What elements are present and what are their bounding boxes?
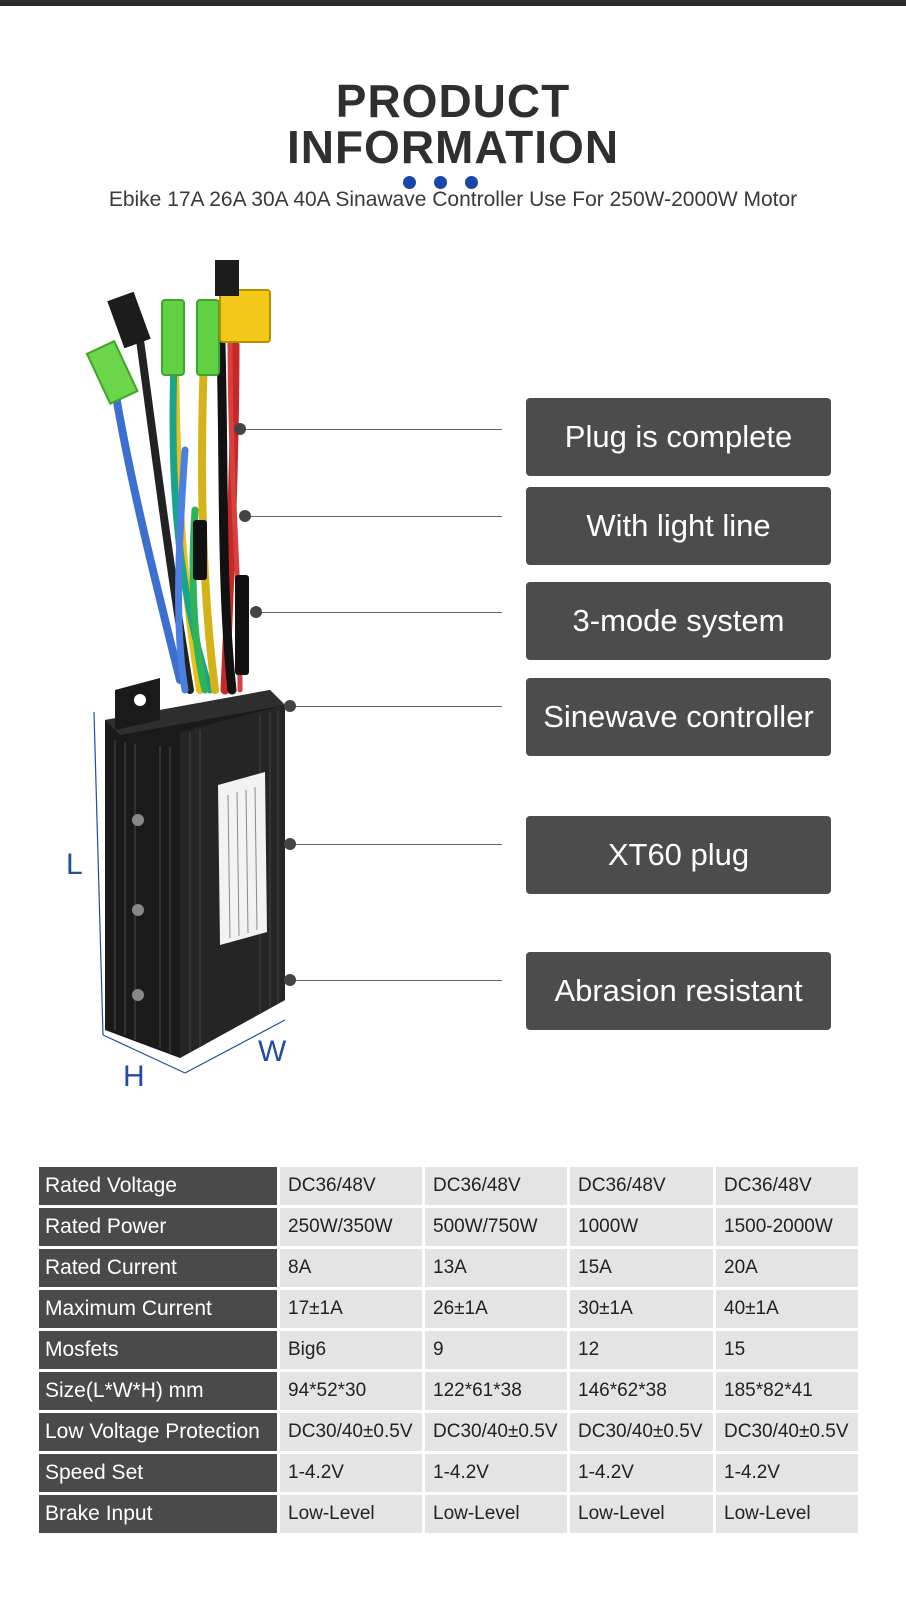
spec-value: 1000W xyxy=(570,1208,713,1246)
table-row: Rated Current 8A 13A 15A 20A xyxy=(39,1249,858,1287)
controller-illustration xyxy=(85,260,286,1074)
spec-value: 12 xyxy=(570,1331,713,1369)
spec-value: 1500-2000W xyxy=(716,1208,858,1246)
spec-value: DC30/40±0.5V xyxy=(425,1413,567,1451)
callout-dot xyxy=(239,510,251,522)
spec-value: DC30/40±0.5V xyxy=(280,1413,422,1451)
spec-label: Rated Voltage xyxy=(39,1167,277,1205)
accent-dot xyxy=(434,176,447,189)
callout-line xyxy=(290,844,502,845)
spec-value: 185*82*41 xyxy=(716,1372,858,1410)
spec-label: Size(L*W*H) mm xyxy=(39,1372,277,1410)
spec-label: Mosfets xyxy=(39,1331,277,1369)
spec-label: Rated Current xyxy=(39,1249,277,1287)
table-row: Rated Power 250W/350W 500W/750W 1000W 15… xyxy=(39,1208,858,1246)
spec-value: 9 xyxy=(425,1331,567,1369)
spec-value: DC36/48V xyxy=(716,1167,858,1205)
table-row: Maximum Current 17±1A 26±1A 30±1A 40±1A xyxy=(39,1290,858,1328)
spec-value: 1-4.2V xyxy=(425,1454,567,1492)
title-dots xyxy=(403,176,483,190)
spec-value: 15A xyxy=(570,1249,713,1287)
spec-value: Low-Level xyxy=(716,1495,858,1533)
callout-dot xyxy=(284,974,296,986)
table-row: Low Voltage Protection DC30/40±0.5V DC30… xyxy=(39,1413,858,1451)
callout-dot xyxy=(284,700,296,712)
callout-line xyxy=(240,429,502,430)
callout-line xyxy=(245,516,502,517)
table-row: Brake Input Low-Level Low-Level Low-Leve… xyxy=(39,1495,858,1533)
spec-value: DC36/48V xyxy=(280,1167,422,1205)
spec-value: Low-Level xyxy=(570,1495,713,1533)
callout-line xyxy=(256,612,502,613)
spec-value: DC36/48V xyxy=(570,1167,713,1205)
spec-value: 30±1A xyxy=(570,1290,713,1328)
spec-value: 26±1A xyxy=(425,1290,567,1328)
spec-value: 20A xyxy=(716,1249,858,1287)
table-row: Mosfets Big6 9 12 15 xyxy=(39,1331,858,1369)
dimension-label-height: H xyxy=(123,1060,145,1093)
callout-line xyxy=(290,980,502,981)
product-subtitle: Ebike 17A 26A 30A 40A Sinawave Controlle… xyxy=(108,188,798,211)
spec-value: 94*52*30 xyxy=(280,1372,422,1410)
spec-value: Low-Level xyxy=(425,1495,567,1533)
spec-table: Rated Voltage DC36/48V DC36/48V DC36/48V… xyxy=(36,1164,861,1536)
callout-dot xyxy=(284,838,296,850)
spec-value: Big6 xyxy=(280,1331,422,1369)
page-title-line1: PRODUCT xyxy=(335,75,571,127)
spec-value: DC30/40±0.5V xyxy=(716,1413,858,1451)
spec-value: 146*62*38 xyxy=(570,1372,713,1410)
top-bar xyxy=(0,0,906,6)
spec-label: Rated Power xyxy=(39,1208,277,1246)
feature-sinewave-controller: Sinewave controller xyxy=(526,678,831,756)
table-row: Size(L*W*H) mm 94*52*30 122*61*38 146*62… xyxy=(39,1372,858,1410)
spec-value: DC36/48V xyxy=(425,1167,567,1205)
spec-label: Maximum Current xyxy=(39,1290,277,1328)
table-row: Rated Voltage DC36/48V DC36/48V DC36/48V… xyxy=(39,1167,858,1205)
spec-value: 1-4.2V xyxy=(716,1454,858,1492)
spec-value: 15 xyxy=(716,1331,858,1369)
accent-dot xyxy=(465,176,478,189)
callout-dot xyxy=(250,606,262,618)
spec-value: DC30/40±0.5V xyxy=(570,1413,713,1451)
spec-value: 17±1A xyxy=(280,1290,422,1328)
feature-3-mode-system: 3-mode system xyxy=(526,582,831,660)
spec-value: 500W/750W xyxy=(425,1208,567,1246)
feature-xt60-plug: XT60 plug xyxy=(526,816,831,894)
spec-value: 40±1A xyxy=(716,1290,858,1328)
spec-label: Low Voltage Protection xyxy=(39,1413,277,1451)
callout-dot xyxy=(234,423,246,435)
spec-label: Brake Input xyxy=(39,1495,277,1533)
dimension-label-width: W xyxy=(258,1035,287,1068)
spec-value: 122*61*38 xyxy=(425,1372,567,1410)
spec-value: Low-Level xyxy=(280,1495,422,1533)
callout-line xyxy=(290,706,502,707)
spec-value: 1-4.2V xyxy=(570,1454,713,1492)
table-row: Speed Set 1-4.2V 1-4.2V 1-4.2V 1-4.2V xyxy=(39,1454,858,1492)
dimension-label-length: L xyxy=(66,848,83,881)
accent-dot xyxy=(403,176,416,189)
spec-label: Speed Set xyxy=(39,1454,277,1492)
page-title-line2: INFORMATION xyxy=(286,121,620,173)
spec-value: 13A xyxy=(425,1249,567,1287)
spec-value: 1-4.2V xyxy=(280,1454,422,1492)
feature-plug-complete: Plug is complete xyxy=(526,398,831,476)
feature-light-line: With light line xyxy=(526,487,831,565)
spec-value: 8A xyxy=(280,1249,422,1287)
spec-value: 250W/350W xyxy=(280,1208,422,1246)
feature-abrasion-resistant: Abrasion resistant xyxy=(526,952,831,1030)
